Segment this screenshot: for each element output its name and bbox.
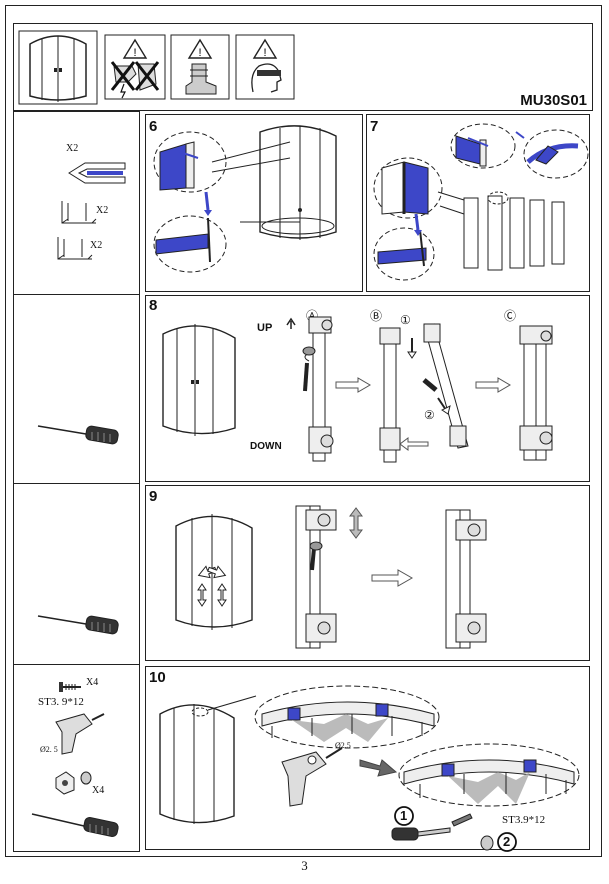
- parts-divider: [13, 664, 140, 665]
- screw-icon: [59, 682, 81, 692]
- screw-spec: ST3. 9*12: [38, 696, 84, 708]
- step-number: 6: [149, 118, 158, 135]
- step-9-shower-overview: [175, 514, 253, 630]
- no-electric-tools-warning-icon: !: [104, 34, 166, 100]
- cap-quantity: X4: [92, 785, 105, 796]
- step-8-arrow-2: [475, 377, 511, 393]
- step-8-shower-overview: [162, 324, 236, 436]
- step-10-shower-overview: [159, 695, 257, 824]
- step-number: 10: [149, 669, 166, 686]
- step-number: 9: [149, 488, 158, 505]
- step-8-roller-adjust-b: [379, 323, 469, 463]
- model-code: MU30S01: [520, 92, 587, 109]
- wear-goggles-warning-icon: !: [235, 34, 295, 100]
- shower-enclosure-thumbnail: [18, 30, 98, 105]
- drill-icon: [55, 713, 105, 755]
- step-8-panel: [145, 295, 590, 482]
- screw-quantity: X4: [86, 677, 99, 688]
- circled-1-icon: [394, 806, 414, 826]
- seal-bracket-b-icon: [57, 237, 93, 260]
- step-8-arrow-1: [335, 377, 371, 393]
- seal-quantity: X2: [66, 143, 79, 154]
- step-9-arrow: [371, 569, 414, 587]
- magnetic-seal-strip-icon: [68, 162, 126, 184]
- seal-bracket-a-icon: [61, 201, 97, 224]
- circled-2-icon: [497, 832, 517, 852]
- header-panel: [13, 23, 593, 111]
- step-8-roller-adjust-c: [519, 325, 553, 461]
- circled-2-label: 2: [503, 834, 511, 849]
- screwdriver-icon: [391, 813, 473, 841]
- sub-step-b-label: Ⓑ: [370, 309, 383, 323]
- screwdriver-icon: [31, 813, 119, 837]
- svg-text:!: !: [134, 47, 137, 59]
- circled-2-label: ②: [424, 408, 435, 422]
- drill-size-label: Ø2.5: [335, 741, 351, 750]
- step-number: 7: [370, 118, 379, 135]
- screw-cap-icon: [55, 771, 92, 795]
- step-6-illustration: [153, 125, 337, 273]
- page-number: 3: [301, 858, 308, 873]
- step-8-roller-adjust-a: [286, 316, 334, 462]
- svg-text:!: !: [264, 47, 267, 59]
- cap-icon: [480, 835, 494, 851]
- step-10-screw-detail: [398, 743, 580, 807]
- step-7-illustration: [373, 123, 589, 281]
- down-label: DOWN: [250, 441, 282, 452]
- screwdriver-icon: [37, 425, 119, 445]
- parts-divider: [13, 294, 140, 295]
- screwdriver-icon: [37, 615, 119, 635]
- screw-spec-label: ST3.9*12: [502, 814, 546, 826]
- parts-divider: [13, 483, 140, 484]
- step-10-top-rail-detail: [254, 685, 440, 749]
- circled-1-label: ①: [400, 313, 411, 327]
- drill-icon: [281, 747, 343, 807]
- bracket-a-quantity: X2: [96, 205, 109, 216]
- step-number: 8: [149, 297, 158, 314]
- bracket-b-quantity: X2: [90, 240, 103, 251]
- step-10-arrow: [359, 759, 398, 777]
- step-9-roller-adjusted: [445, 509, 487, 649]
- sub-step-c-label: Ⓒ: [504, 309, 517, 323]
- drill-bit-size: Ø2. 5: [40, 745, 58, 754]
- page-frame: [5, 5, 602, 857]
- wear-safety-boots-warning-icon: !: [170, 34, 230, 100]
- up-label: UP: [257, 322, 273, 334]
- circled-1-label: 1: [400, 808, 408, 823]
- step-9-roller-detail: [295, 505, 363, 649]
- svg-text:!: !: [199, 47, 202, 59]
